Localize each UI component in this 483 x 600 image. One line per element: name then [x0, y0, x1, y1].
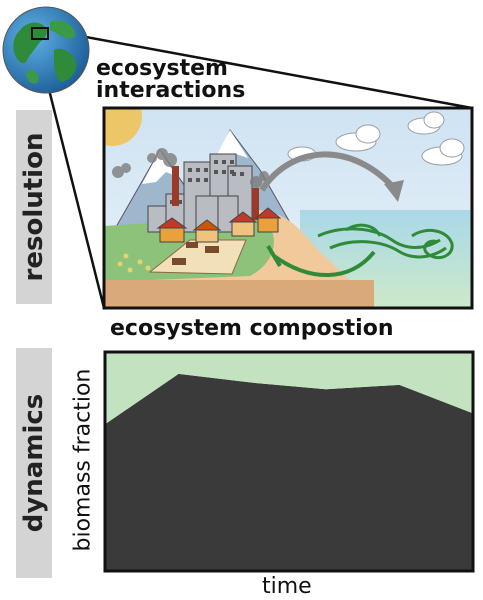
- zoom-line-right: [47, 28, 473, 110]
- inhibition-bar-icon: [266, 244, 282, 268]
- algal-bloom: [317, 223, 454, 260]
- dynamics-tab: [16, 348, 52, 578]
- sun-icon: [104, 108, 142, 146]
- globe-icon: [2, 6, 90, 94]
- resolution-tab: [16, 110, 52, 304]
- landscape-panel: [102, 106, 474, 310]
- inhibition-arc: [272, 250, 376, 277]
- influence-arrow: [259, 151, 397, 192]
- area-series-1: [105, 373, 473, 571]
- composition-heading: ecosystem compostion: [110, 316, 394, 341]
- area-series-2: [105, 352, 473, 425]
- interactions-heading-line2: interactions: [96, 78, 246, 103]
- arrow-head-icon: [384, 180, 404, 202]
- chart-frame: [103, 350, 475, 573]
- x-axis-label: time: [262, 574, 312, 599]
